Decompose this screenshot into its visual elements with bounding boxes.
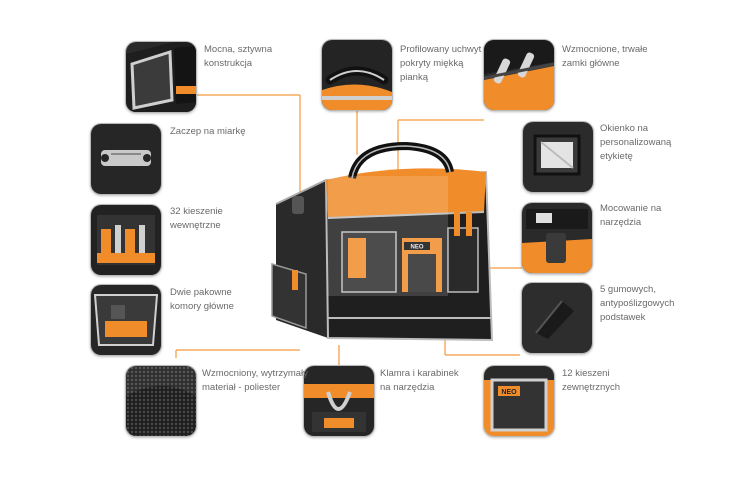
label-zamki-line1: Wzmocnione, trwałe (562, 44, 648, 55)
label-kieszenie12-line2: zewnętrznych (562, 382, 621, 393)
brand-mark-small: NEO (501, 389, 517, 396)
label-uchwyt-line1: Profilowany uchwyt (400, 44, 482, 55)
label-mocowanie: Mocowanie na narzędzia (600, 202, 661, 230)
label-material: Wzmocniony, wytrzymały materiał - polies… (202, 367, 308, 395)
label-kieszenie32-line1: 32 kieszenie (170, 206, 223, 217)
thumb-rubber-feet (522, 283, 592, 353)
thumb-polyester-material (126, 366, 196, 436)
label-uchwyt: Profilowany uchwyt pokryty miękką pianką (400, 43, 481, 85)
label-kieszenie12-line1: 12 kieszeni (562, 368, 610, 379)
label-mocowanie-line1: Mocowanie na (600, 203, 662, 214)
label-komory: Dwie pakowne komory główne (170, 286, 234, 314)
thumb-tape-clip (91, 124, 161, 194)
label-material-line2: materiał - poliester (202, 382, 281, 393)
label-miarka: Zaczep na miarkę (170, 125, 246, 139)
label-miarka-line1: Zaczep na miarkę (170, 126, 246, 137)
label-uchwyt-line3: pianką (400, 72, 428, 83)
brand-mark-bag: NEO (410, 245, 423, 251)
thumb-buckle-carabiner (304, 366, 374, 436)
label-zamki: Wzmocnione, trwałe zamki główne (562, 43, 648, 71)
label-mocna: Mocna, sztywna konstrukcja (204, 43, 272, 71)
label-podstawki: 5 gumowych, antypoślizgowych podstawek (600, 283, 674, 325)
label-komory-line1: Dwie pakowne (170, 287, 232, 298)
thumb-zippers (484, 40, 554, 110)
label-klamra-line2: na narzędzia (380, 382, 435, 393)
label-mocowanie-line2: narzędzia (600, 217, 642, 228)
label-okienko-line1: Okienko na (600, 123, 649, 134)
thumb-inner-pockets (91, 205, 161, 275)
label-okienko: Okienko na personalizowaną etykietę (600, 122, 671, 164)
label-okienko-line3: etykietę (600, 151, 633, 162)
label-podstawki-line2: antypoślizgowych (600, 298, 675, 309)
label-kieszenie32-line2: wewnętrzne (170, 220, 221, 231)
label-podstawki-line1: 5 gumowych, (600, 284, 656, 295)
label-komory-line2: komory główne (170, 301, 234, 312)
label-kieszenie12: 12 kieszeni zewnętrznych (562, 367, 620, 395)
thumb-handle (322, 40, 392, 110)
label-okienko-line2: personalizowaną (600, 137, 672, 148)
label-mocna-line2: konstrukcja (204, 58, 253, 69)
label-material-line1: Wzmocniony, wytrzymały (202, 368, 308, 379)
thumb-outer-pockets: NEO (484, 366, 554, 436)
label-kieszenie32: 32 kieszenie wewnętrzne (170, 205, 223, 233)
label-mocna-line1: Mocna, sztywna (204, 44, 273, 55)
tool-bag-illustration: NEO (271, 142, 494, 342)
thumb-main-compartments (91, 285, 161, 355)
label-uchwyt-line2: pokryty miękką (400, 58, 464, 69)
thumb-label-window (523, 122, 593, 192)
label-podstawki-line3: podstawek (600, 312, 646, 323)
label-klamra-line1: Klamra i karabinek (380, 368, 459, 379)
thumb-rigid-construction (126, 42, 196, 112)
label-klamra: Klamra i karabinek na narzędzia (380, 367, 459, 395)
label-zamki-line2: zamki główne (562, 58, 620, 69)
thumb-tool-mount (522, 203, 592, 273)
